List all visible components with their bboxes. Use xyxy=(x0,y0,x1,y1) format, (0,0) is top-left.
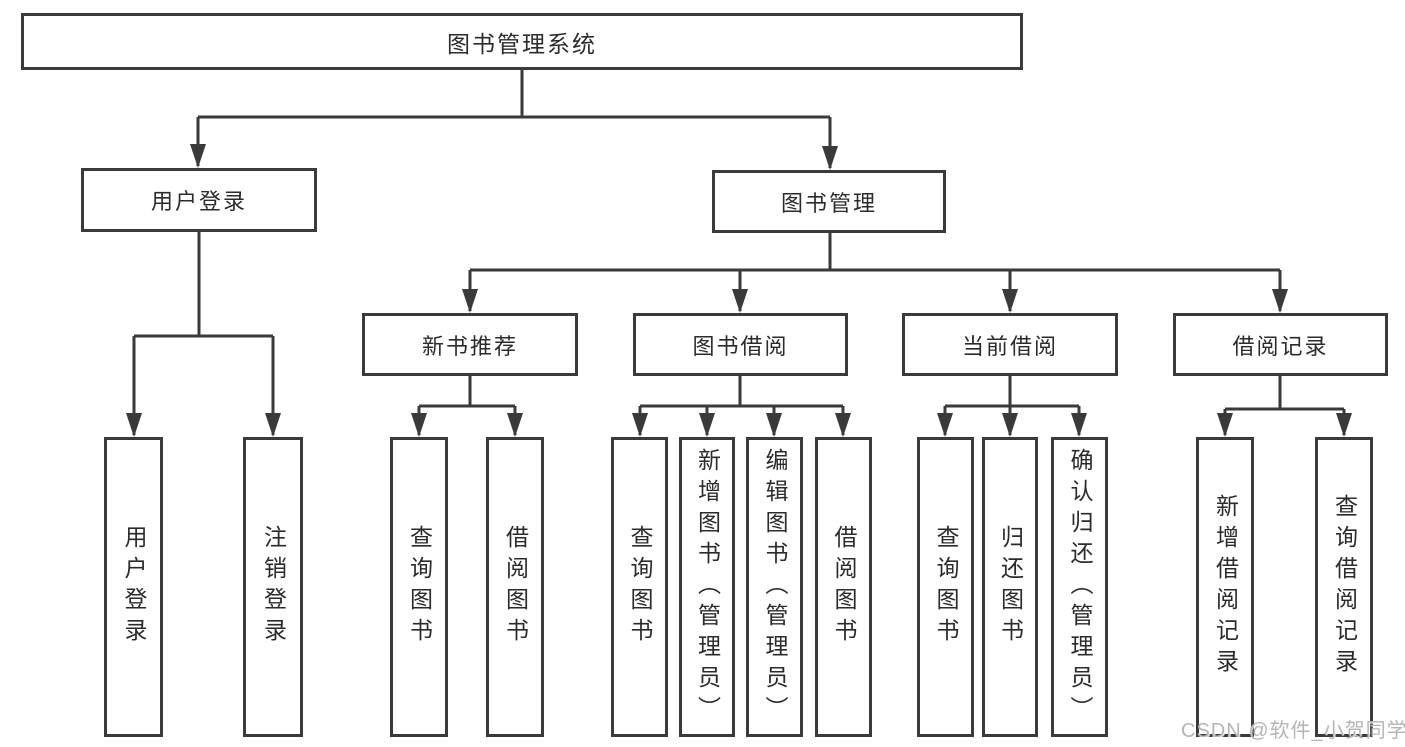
connector-new-books-to-leaves xyxy=(411,376,523,437)
leaf-newbooks-borrow: 借阅图书 xyxy=(486,437,544,737)
connector-user-login-to-leaves xyxy=(126,232,281,437)
leaf-newbooks-query: 查询图书 xyxy=(390,437,448,737)
node-borrow-records-label: 借阅记录 xyxy=(1232,333,1329,359)
node-current-borrow-label: 当前借阅 xyxy=(961,333,1058,359)
leaf-newbooks-query-label: 查询图书 xyxy=(406,525,433,649)
node-user-login: 用户登录 xyxy=(81,168,317,232)
leaf-records-add-label: 新增借阅记录 xyxy=(1212,494,1239,680)
node-current-borrow: 当前借阅 xyxy=(902,313,1118,376)
connector-borrow-records-to-leaves xyxy=(1217,376,1352,437)
leaf-bookborrow-edit-label: 编辑图书（管理员） xyxy=(762,447,788,727)
leaf-records-query-label: 查询借阅记录 xyxy=(1331,494,1358,680)
leaf-bookborrow-borrow-label: 借阅图书 xyxy=(831,525,857,649)
leaf-bookborrow-add: 新增图书（管理员） xyxy=(679,437,735,737)
node-book-borrow-label: 图书借阅 xyxy=(692,333,789,359)
leaf-bookborrow-query: 查询图书 xyxy=(611,437,668,737)
leaf-newbooks-borrow-label: 借阅图书 xyxy=(502,525,529,649)
leaf-records-add: 新增借阅记录 xyxy=(1196,437,1254,737)
leaf-bookborrow-add-label: 新增图书（管理员） xyxy=(694,447,721,727)
leaf-records-query: 查询借阅记录 xyxy=(1315,437,1373,737)
leaf-bookborrow-borrow: 借阅图书 xyxy=(815,437,872,737)
leaf-currentborrow-return: 归还图书 xyxy=(982,437,1038,737)
leaf-currentborrow-return-label: 归还图书 xyxy=(997,525,1024,649)
leaf-logout: 注销登录 xyxy=(243,437,303,737)
node-borrow-records: 借阅记录 xyxy=(1173,313,1388,376)
connector-book-borrow-to-leaves xyxy=(632,376,851,437)
leaf-user-login: 用户登录 xyxy=(104,437,163,737)
node-new-books: 新书推荐 xyxy=(362,313,578,376)
leaf-bookborrow-query-label: 查询图书 xyxy=(627,525,653,649)
csdn-watermark: CSDN @软件_小贺同学 xyxy=(1181,720,1405,742)
node-book-mgmt-label: 图书管理 xyxy=(780,190,877,216)
leaf-bookborrow-edit: 编辑图书（管理员） xyxy=(746,437,803,737)
connector-current-borrow-to-leaves xyxy=(937,376,1087,437)
node-root-label: 图书管理系统 xyxy=(447,30,597,57)
node-new-books-label: 新书推荐 xyxy=(421,333,518,359)
leaf-currentborrow-query: 查询图书 xyxy=(917,437,974,737)
leaf-user-login-label: 用户登录 xyxy=(121,525,147,649)
node-root-system: 图书管理系统 xyxy=(21,13,1023,70)
leaf-logout-label: 注销登录 xyxy=(260,525,287,649)
leaf-currentborrow-query-label: 查询图书 xyxy=(933,525,959,649)
connector-root-to-level2 xyxy=(190,70,838,170)
node-user-login-label: 用户登录 xyxy=(150,189,247,214)
leaf-currentborrow-confirm: 确认归还（管理员） xyxy=(1051,437,1108,737)
node-book-borrow: 图书借阅 xyxy=(633,313,848,376)
node-book-mgmt: 图书管理 xyxy=(712,170,946,233)
leaf-currentborrow-confirm-label: 确认归还（管理员） xyxy=(1067,447,1093,727)
connector-book-mgmt-to-level3 xyxy=(462,233,1288,313)
